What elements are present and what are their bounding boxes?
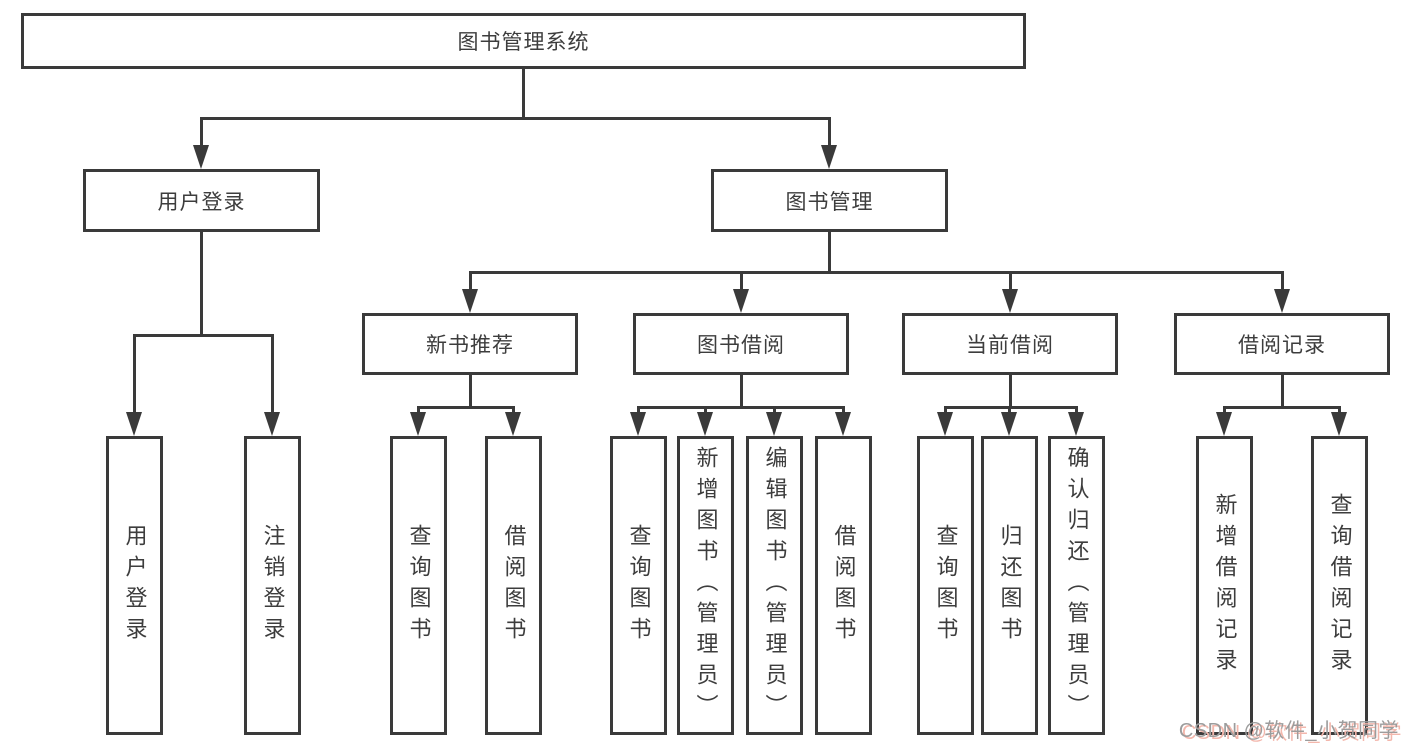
arrowhead-icon (1331, 412, 1347, 436)
arrowhead-icon (630, 412, 646, 436)
node-label: 查询图书 (406, 523, 432, 648)
leaf-newrec-borrow-book: 借阅图书 (485, 436, 542, 735)
connector-stem (1280, 375, 1284, 409)
node-label: 借阅记录 (1238, 334, 1326, 357)
connector-bar (1222, 405, 1341, 409)
node-new-book-recommendation: 新书推荐 (362, 313, 578, 375)
leaf-logout: 注销登录 (244, 436, 301, 735)
node-book-management: 图书管理 (711, 169, 948, 232)
node-current-borrowing: 当前借阅 (902, 313, 1118, 375)
connector-stem (199, 232, 203, 337)
arrowhead-icon (410, 412, 426, 436)
node-label: 用户登录 (157, 190, 246, 214)
connector-bar (943, 405, 1078, 409)
node-label: 注销登录 (260, 523, 286, 648)
watermark: CSDN @软件_小贺同学 (1178, 720, 1399, 742)
node-label: 新增图书（管理员） (693, 446, 719, 725)
node-label: 新书推荐 (426, 334, 514, 357)
arrowhead-icon (264, 412, 280, 436)
connector-arrow-line (1008, 272, 1012, 297)
node-label: 图书管理系统 (457, 31, 590, 54)
node-label: 确认归还（管理员） (1064, 446, 1090, 725)
arrowhead-icon (1068, 412, 1084, 436)
node-book-borrowing: 图书借阅 (633, 313, 849, 375)
connector-stem (468, 375, 472, 409)
connector-bar (468, 270, 1284, 274)
connector-arrow-line (1280, 272, 1284, 297)
leaf-current-query-book: 查询图书 (917, 436, 974, 735)
node-library-management-system: 图书管理系统 (21, 13, 1026, 69)
leaf-borrowing-add-book-admin: 新增图书（管理员） (677, 436, 734, 735)
connector-arrow-line (199, 118, 203, 153)
node-user-login: 用户登录 (83, 169, 320, 232)
node-label: 查询图书 (933, 523, 959, 648)
leaf-records-query-record: 查询借阅记录 (1311, 436, 1368, 735)
connector-bar (199, 116, 831, 120)
leaf-borrowing-edit-book-admin: 编辑图书（管理员） (746, 436, 803, 735)
connector-stem (739, 375, 743, 409)
connector-stem (827, 232, 831, 274)
arrowhead-icon (1001, 412, 1017, 436)
connector-bar (416, 405, 515, 409)
node-label: 编辑图书（管理员） (762, 446, 788, 725)
arrowhead-icon (462, 289, 478, 313)
arrowhead-icon (1274, 289, 1290, 313)
connector-arrow-line (468, 272, 472, 297)
node-label: 查询借阅记录 (1327, 492, 1353, 679)
node-label: 查询图书 (626, 523, 652, 648)
arrowhead-icon (733, 289, 749, 313)
connector-arrow-line (270, 335, 274, 420)
node-label: 借阅图书 (831, 523, 857, 648)
leaf-borrowing-query-book: 查询图书 (610, 436, 667, 735)
node-label: 当前借阅 (966, 334, 1054, 357)
arrowhead-icon (1216, 412, 1232, 436)
node-label: 归还图书 (997, 523, 1023, 648)
node-label: 新增借阅记录 (1212, 492, 1238, 679)
arrowhead-icon (937, 412, 953, 436)
arrowhead-icon (835, 412, 851, 436)
arrowhead-icon (193, 145, 209, 169)
connector-arrow-line (132, 335, 136, 420)
arrowhead-icon (1002, 289, 1018, 313)
connector-arrow-line (739, 272, 743, 297)
arrowhead-icon (697, 412, 713, 436)
connector-stem (1008, 375, 1012, 409)
leaf-borrowing-borrow-book: 借阅图书 (815, 436, 872, 735)
node-label: 图书借阅 (697, 334, 785, 357)
arrowhead-icon (821, 145, 837, 169)
leaf-records-add-record: 新增借阅记录 (1196, 436, 1253, 735)
leaf-current-return-book: 归还图书 (981, 436, 1038, 735)
arrowhead-icon (505, 412, 521, 436)
connector-bar (636, 405, 845, 409)
node-label: 图书管理 (785, 190, 874, 214)
arrowhead-icon (766, 412, 782, 436)
node-label: 借阅图书 (501, 523, 527, 648)
leaf-newrec-query-book: 查询图书 (390, 436, 447, 735)
arrowhead-icon (126, 412, 142, 436)
connector-bar (132, 333, 274, 337)
node-label: 用户登录 (122, 523, 148, 648)
leaf-user-login: 用户登录 (106, 436, 163, 735)
connector-stem (521, 69, 525, 120)
node-borrowing-records: 借阅记录 (1174, 313, 1390, 375)
leaf-current-confirm-return-admin: 确认归还（管理员） (1048, 436, 1105, 735)
connector-arrow-line (827, 118, 831, 153)
